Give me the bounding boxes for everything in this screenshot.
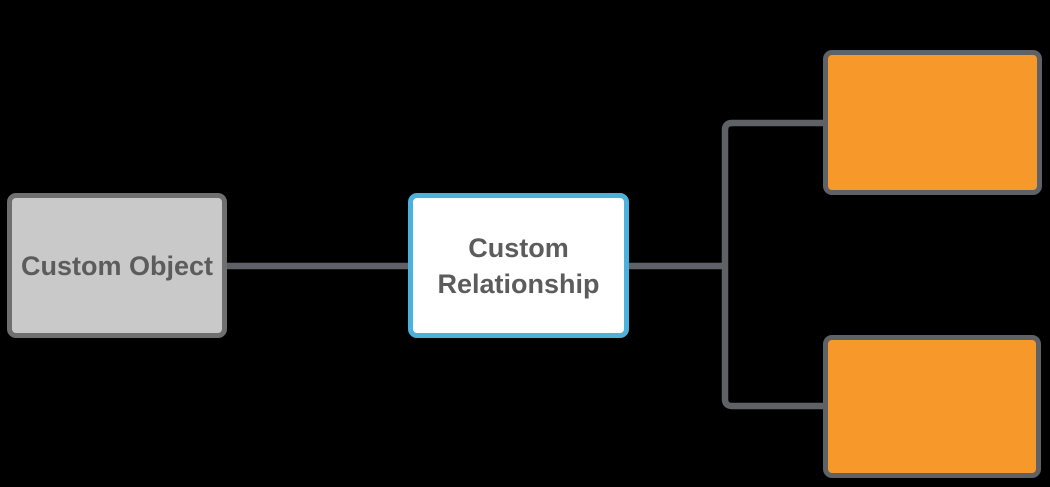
connector-branch-fork bbox=[721, 119, 824, 410]
node-related-object-bottom bbox=[823, 335, 1041, 478]
node-custom-object: Custom Object bbox=[7, 193, 227, 338]
node-custom-object-label: Custom Object bbox=[20, 250, 214, 281]
node-custom-relationship: Custom Relationship bbox=[408, 193, 629, 338]
node-custom-relationship-label: Custom Relationship bbox=[437, 232, 600, 299]
node-related-object-top bbox=[823, 50, 1042, 195]
